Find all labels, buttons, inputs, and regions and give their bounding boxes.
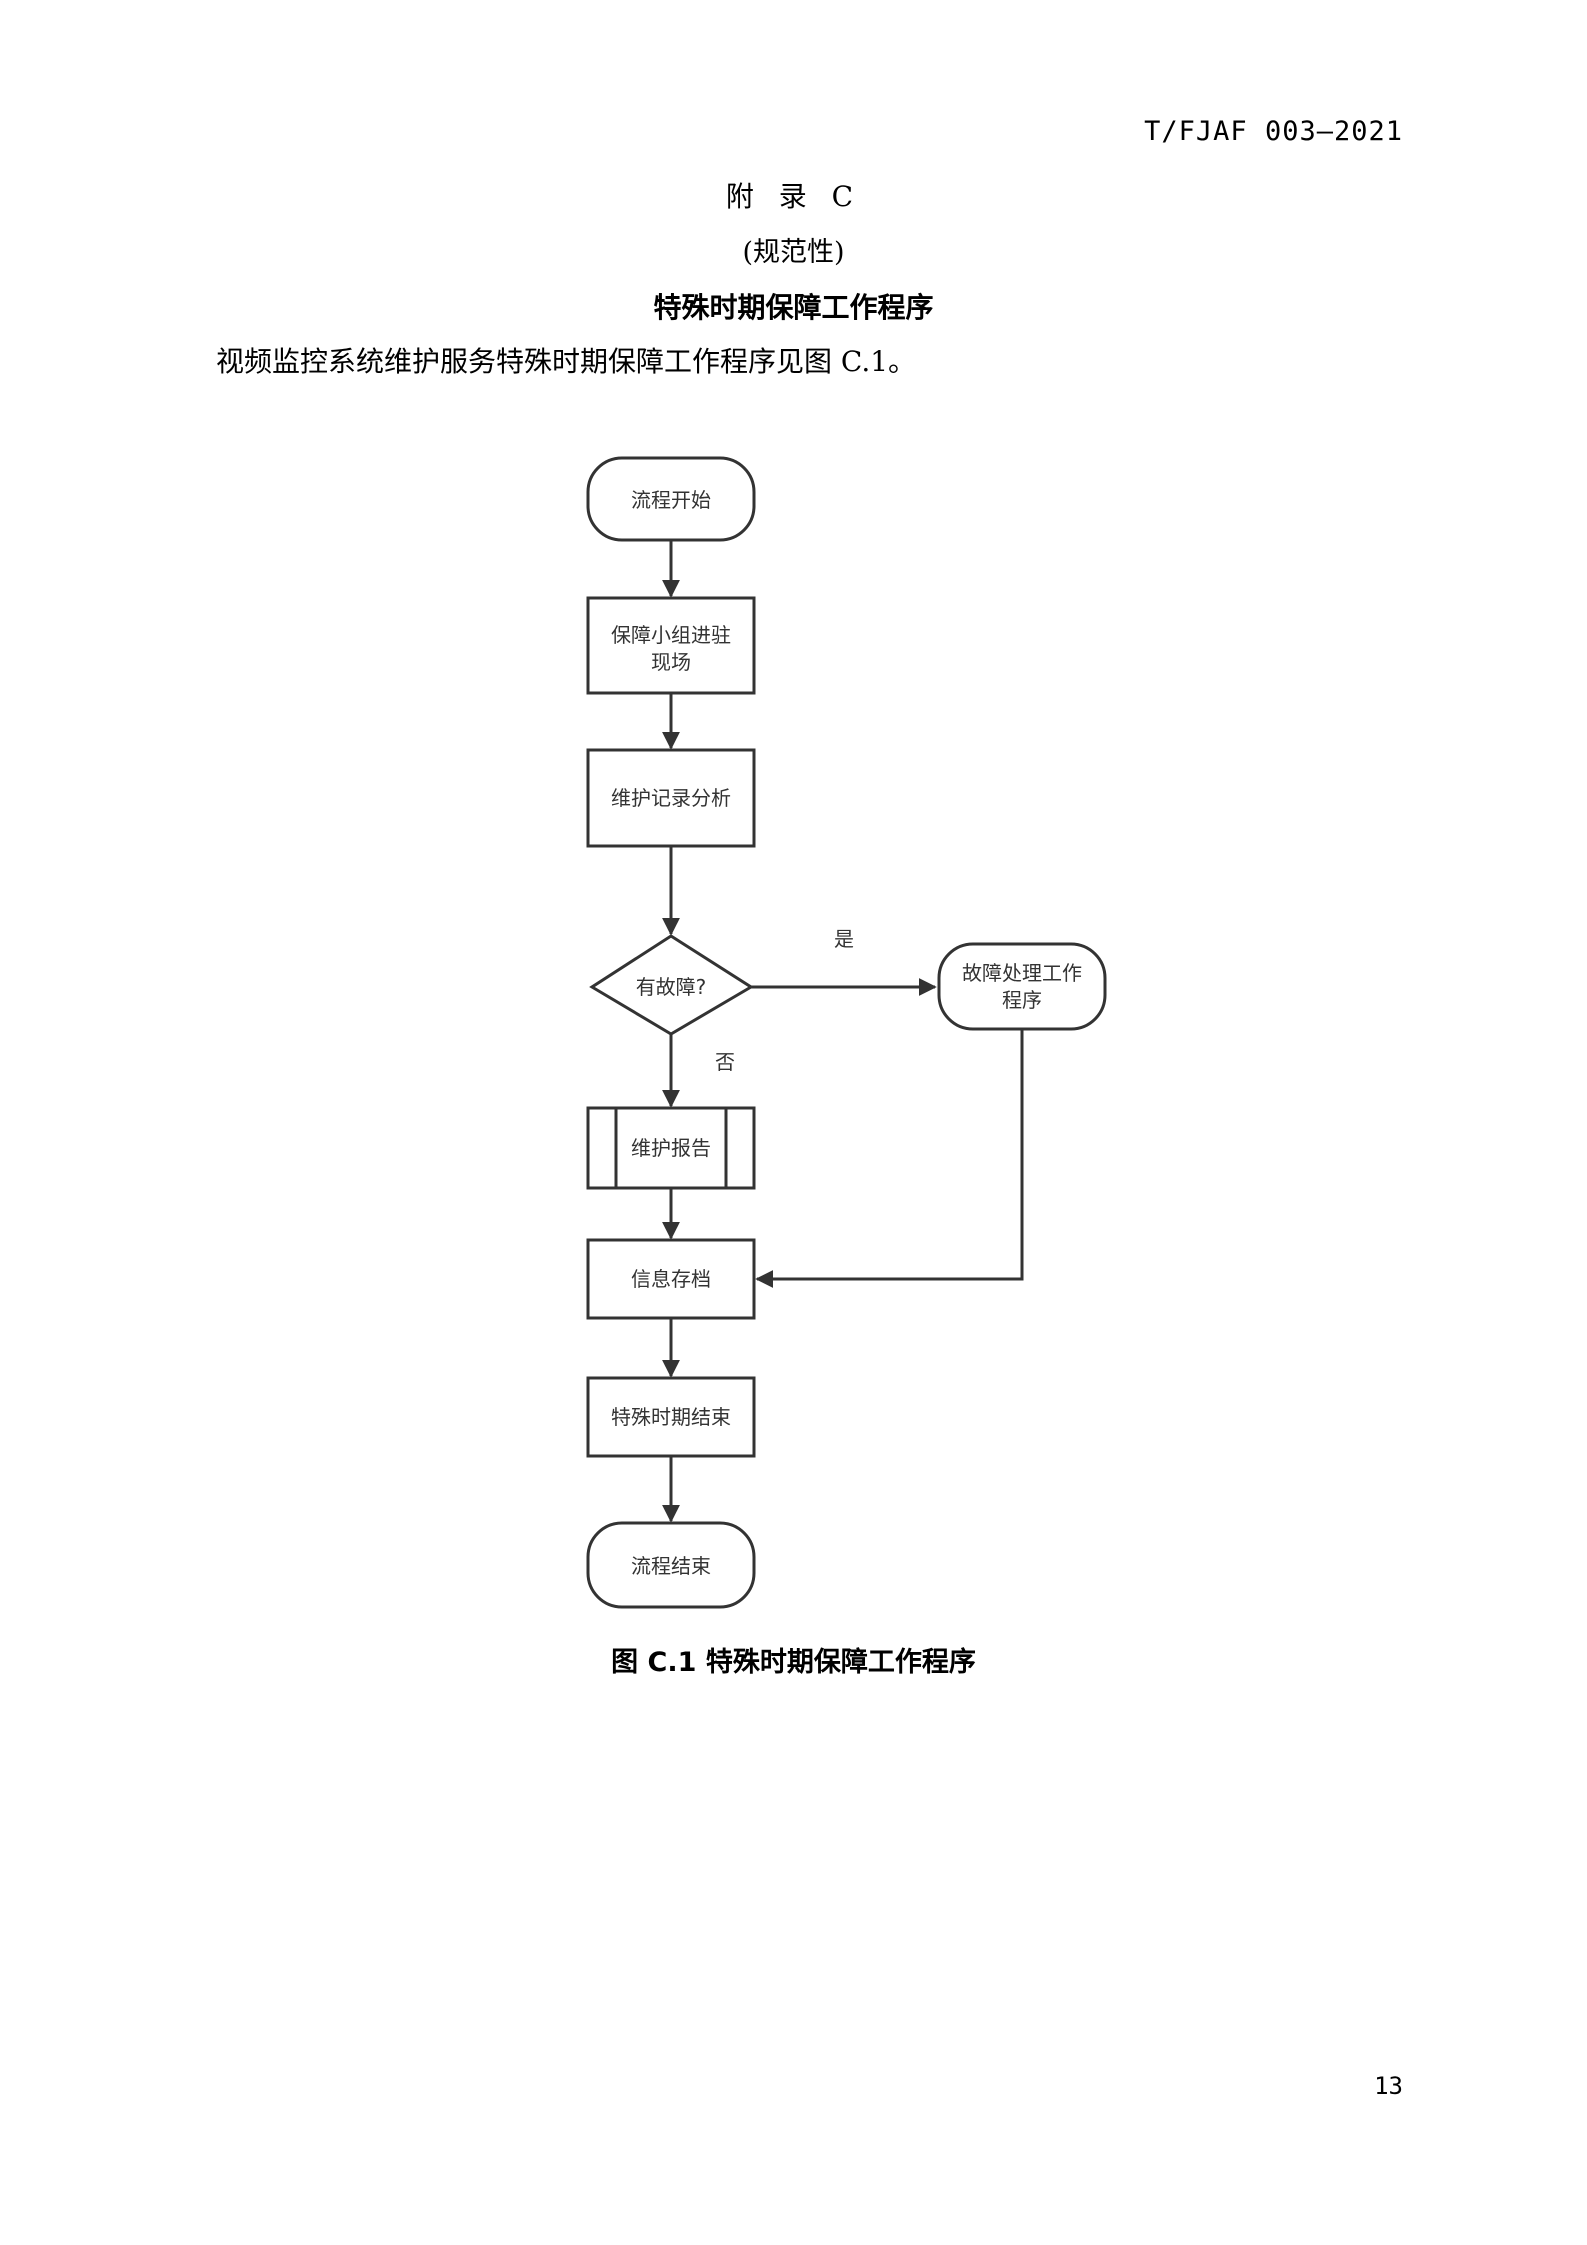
- node-analysis-label: 维护记录分析: [611, 786, 731, 810]
- appendix-title: 附 录 C: [725, 180, 862, 213]
- node-decision: 有故障?: [589, 934, 754, 1036]
- node-analysis: 维护记录分析: [586, 748, 756, 848]
- node-decision-label: 有故障?: [636, 975, 707, 999]
- node-fault-handling-label-line2: 程序: [1002, 988, 1042, 1012]
- edge-label-no: 否: [715, 1050, 735, 1074]
- appendix-type: (规范性): [742, 237, 845, 268]
- node-fault-handling-label-line1: 故障处理工作: [962, 961, 1082, 985]
- node-report: 维护报告: [586, 1106, 756, 1190]
- node-team-entry: 保障小组进驻 现场: [586, 596, 756, 695]
- node-start: 流程开始: [586, 456, 756, 542]
- node-period-end-label: 特殊时期结束: [611, 1405, 731, 1429]
- figure-caption: 图 C.1 特殊时期保障工作程序: [611, 1647, 976, 1678]
- node-start-label: 流程开始: [631, 488, 711, 512]
- node-end: 流程结束: [586, 1521, 756, 1609]
- document-code: T/FJAF 003—2021: [1144, 116, 1403, 147]
- node-team-entry-label-line1: 保障小组进驻: [611, 623, 731, 647]
- page-number: 13: [1374, 2072, 1403, 2100]
- node-period-end: 特殊时期结束: [586, 1376, 756, 1458]
- section-title: 特殊时期保障工作程序: [653, 291, 934, 324]
- node-fault-handling: 故障处理工作 程序: [937, 942, 1107, 1031]
- intro-paragraph: 视频监控系统维护服务特殊时期保障工作程序见图 C.1。: [216, 345, 917, 378]
- node-archive-label: 信息存档: [631, 1267, 711, 1291]
- edge-label-yes: 是: [834, 927, 854, 951]
- node-report-label: 维护报告: [631, 1136, 711, 1160]
- edge-fault-to-archive: [755, 1029, 1024, 1288]
- node-team-entry-label-line2: 现场: [651, 650, 691, 674]
- node-archive: 信息存档: [586, 1238, 756, 1320]
- node-end-label: 流程结束: [631, 1554, 711, 1578]
